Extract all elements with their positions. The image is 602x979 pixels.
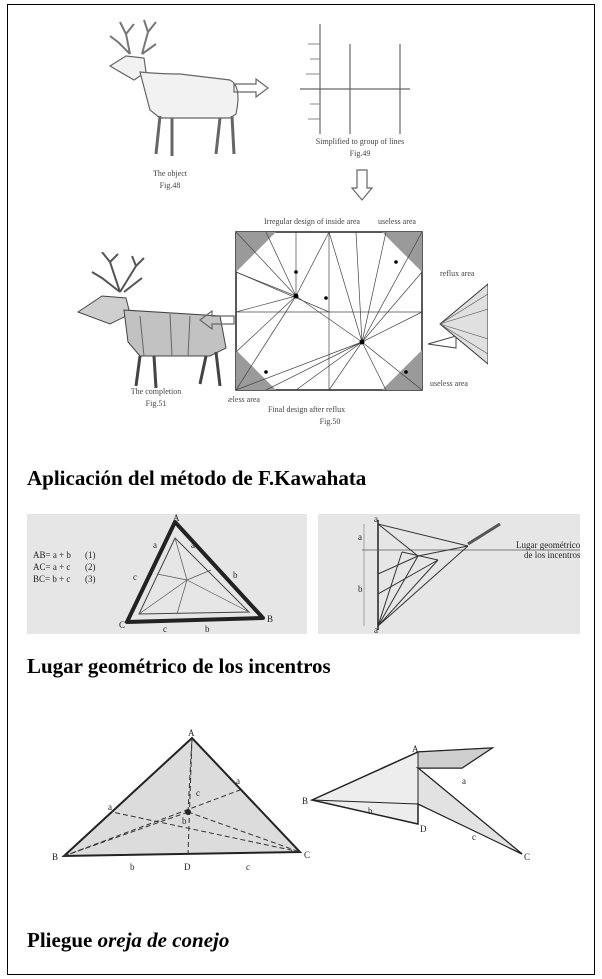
heading-incenters: Lugar geométrico de los incentros <box>27 654 331 678</box>
right-label-b: b <box>368 806 373 816</box>
annot-useless-top: useless area <box>378 217 416 226</box>
fig49-lines-figure: Simplified to group of lines Fig.49 <box>300 24 410 158</box>
left-label-c2: c <box>196 788 200 798</box>
heading-kawahata: Aplicación del método de F.Kawahata <box>27 466 367 490</box>
eq-ab: AB= a + b <box>33 550 71 560</box>
right-label-a-bottom: a <box>374 625 378 634</box>
crease-pattern-figure: Irregular design of inside area useless … <box>228 217 488 426</box>
right-label-a-mid: a <box>358 532 362 542</box>
left-vertex-c: C <box>304 850 310 860</box>
left-label-b2: b <box>182 816 187 826</box>
side-b-1: b <box>233 570 238 580</box>
side-a-1: a <box>153 540 157 550</box>
right-vertex-b: B <box>302 796 308 806</box>
arrow-right-icon <box>233 78 269 98</box>
right-label-c: c <box>472 832 476 842</box>
right-label-a-top: a <box>374 514 378 524</box>
side-c-1: c <box>133 572 137 582</box>
heading-rabbit-ear-italic: oreja de conejo <box>97 928 230 952</box>
fig48-caption-line2: Fig.48 <box>160 181 181 190</box>
annot-reflux: reflux area <box>440 269 475 278</box>
eq-mark-1: (1) <box>85 550 96 560</box>
side-a-2: a <box>191 540 195 550</box>
right-vertex-a: A <box>412 744 419 754</box>
right-label-b: b <box>358 584 363 594</box>
heading-rabbit-ear-plain: Pliegue <box>27 928 98 952</box>
left-vertex-a: A <box>188 728 195 738</box>
fig48-caption: The object Fig.48 <box>153 169 188 190</box>
side-c-2: c <box>163 624 167 634</box>
arrow-down-icon <box>350 169 374 201</box>
fig49-caption-line2: Fig.49 <box>350 149 371 158</box>
vertex-b: B <box>267 614 273 624</box>
right-vertex-d: D <box>420 824 427 834</box>
left-label-a1: a <box>108 802 112 812</box>
incenter-locus-figure: a a a b Lugar geométrico de los incentro… <box>318 514 580 634</box>
left-vertex-b: B <box>52 852 58 862</box>
annot-irregular: Irregular design of inside area <box>264 217 360 226</box>
fig48-caption-line1: The object <box>153 169 188 178</box>
fig51-caption-line1: The completion <box>131 387 181 396</box>
locus-note-2: de los incentros <box>524 550 580 560</box>
right-vertex-c: C <box>524 852 530 862</box>
right-label-a: a <box>462 776 466 786</box>
eq-mark-3: (3) <box>85 574 96 584</box>
rabbit-ear-folded-figure: A B C D b c a <box>302 744 530 862</box>
left-vertex-d: D <box>184 862 191 872</box>
locus-note-1: Lugar geométrico <box>516 540 580 550</box>
eq-ac: AC= a + c <box>33 562 70 572</box>
deer-outline-figure <box>60 14 260 184</box>
left-label-a2: a <box>236 776 240 786</box>
fig51-caption: The completion Fig.51 <box>131 387 181 408</box>
annot-final: Final design after reflux <box>268 405 345 414</box>
eq-bc: BC= b + c <box>33 574 70 584</box>
fig49-caption-line1: Simplified to group of lines <box>316 137 404 146</box>
heading-rabbit-ear: Pliegue oreja de conejo <box>27 928 229 953</box>
left-label-c1: c <box>246 862 250 872</box>
arrow-left-icon <box>199 310 235 330</box>
folded-deer-figure <box>40 252 240 402</box>
eq-mark-2: (2) <box>85 562 96 572</box>
vertex-c: C <box>119 620 125 630</box>
incenter-triangle-figure: AB= a + b AC= a + c BC= b + c (1) (2) (3… <box>27 514 307 634</box>
side-b-2: b <box>205 624 210 634</box>
annot-useless-bl: useless area <box>228 395 260 404</box>
annot-useless-br: useless area <box>430 379 468 388</box>
page-frame <box>7 4 595 975</box>
rabbit-ear-triangle-figure: A B C D a a b b c c <box>52 728 310 872</box>
vertex-a: A <box>173 514 180 523</box>
fig51-caption-line2: Fig.51 <box>146 399 167 408</box>
fig50-caption: Fig.50 <box>320 417 341 426</box>
left-label-b1: b <box>130 862 135 872</box>
